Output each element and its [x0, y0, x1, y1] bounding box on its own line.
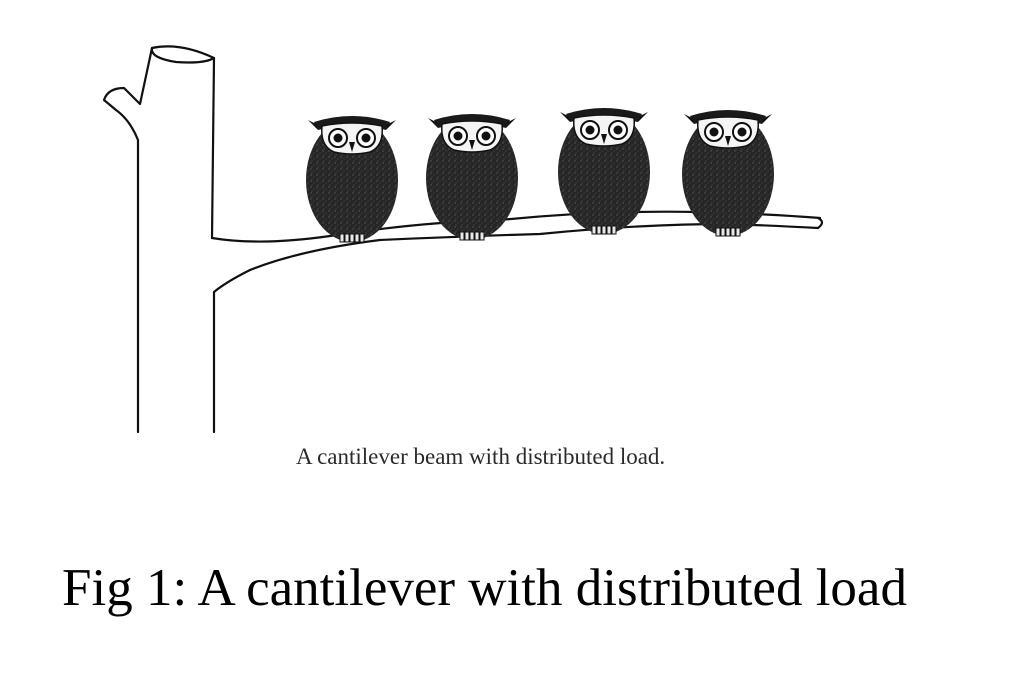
tree-trunk: [102, 45, 252, 434]
illustration-caption: A cantilever beam with distributed load.: [296, 444, 666, 469]
owl-1: [305, 115, 399, 243]
owl-4: [681, 109, 775, 237]
owl-3: [557, 107, 651, 235]
cantilever-illustration: [102, 45, 824, 434]
figure-caption: Fig 1: A cantilever with distributed loa…: [62, 559, 907, 617]
owl-2: [425, 113, 519, 241]
